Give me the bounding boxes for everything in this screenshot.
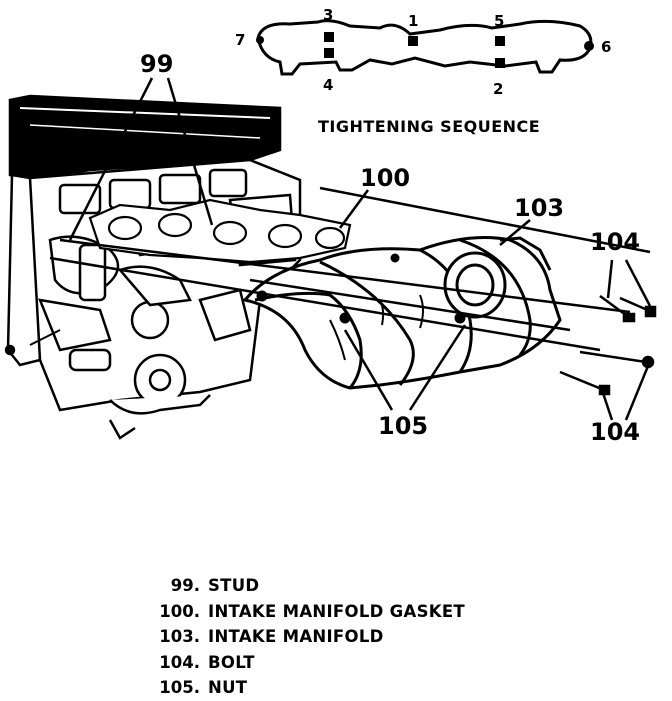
sequence-number-7: 7 <box>235 31 245 49</box>
bolt-hole-2 <box>495 58 505 68</box>
sequence-manifold-outline <box>256 19 593 76</box>
sequence-number-5: 5 <box>494 12 504 30</box>
callout-100: 100 <box>360 164 410 192</box>
engine-block <box>4 94 302 440</box>
bolt-hole-4 <box>324 48 334 58</box>
legend-label: INTAKE MANIFOLD GASKET <box>208 601 465 621</box>
legend-label: STUD <box>208 576 260 595</box>
legend-row: 104. BOLT <box>140 650 560 676</box>
callout-104-bottom: 104 <box>590 418 640 446</box>
callout-99: 99 <box>140 50 173 78</box>
sequence-number-2: 2 <box>493 80 503 98</box>
bolt-hole-5 <box>495 36 505 46</box>
leader-lines <box>68 77 652 421</box>
bolt-hole-3 <box>324 32 334 42</box>
callout-104-top: 104 <box>590 228 640 256</box>
legend-label: BOLT <box>208 652 255 672</box>
legend-label: INTAKE MANIFOLD <box>208 627 384 646</box>
legend-row: 100. INTAKE MANIFOLD GASKET <box>140 599 560 625</box>
tightening-sequence-title: TIGHTENING SEQUENCE <box>318 117 540 136</box>
legend-label: NUT <box>208 678 248 697</box>
legend-row: 105. NUT <box>140 675 560 701</box>
sequence-number-1: 1 <box>408 12 418 30</box>
parts-legend: 99. STUD 100. INTAKE MANIFOLD GASKET 103… <box>140 573 560 701</box>
bolt-hole-6 <box>584 41 594 51</box>
exploded-view-diagram: 1 2 3 4 5 6 7 TIGHTENING SEQUENCE <box>4 6 657 446</box>
sequence-number-4: 4 <box>323 76 333 94</box>
callout-103: 103 <box>514 194 564 222</box>
legend-number: 105. <box>159 678 200 697</box>
legend-number: 100. <box>159 601 200 621</box>
intake-manifold-gasket <box>88 198 352 264</box>
bolt-hole-1 <box>408 36 418 46</box>
legend-row: 103. INTAKE MANIFOLD <box>140 624 560 650</box>
stud-lines <box>49 186 651 352</box>
legend-row: 99. STUD <box>140 573 560 599</box>
callout-105: 105 <box>378 412 428 440</box>
legend-number: 103. <box>159 627 200 646</box>
tightening-sequence-figure: 1 2 3 4 5 6 7 TIGHTENING SEQUENCE <box>235 6 611 136</box>
legend-number: 104. <box>159 652 200 672</box>
bolts <box>559 294 657 396</box>
legend-number: 99. <box>170 576 200 595</box>
sequence-number-6: 6 <box>601 38 611 56</box>
bolt-hole-7 <box>256 36 264 44</box>
intake-manifold <box>242 236 562 390</box>
sequence-number-3: 3 <box>323 6 333 24</box>
